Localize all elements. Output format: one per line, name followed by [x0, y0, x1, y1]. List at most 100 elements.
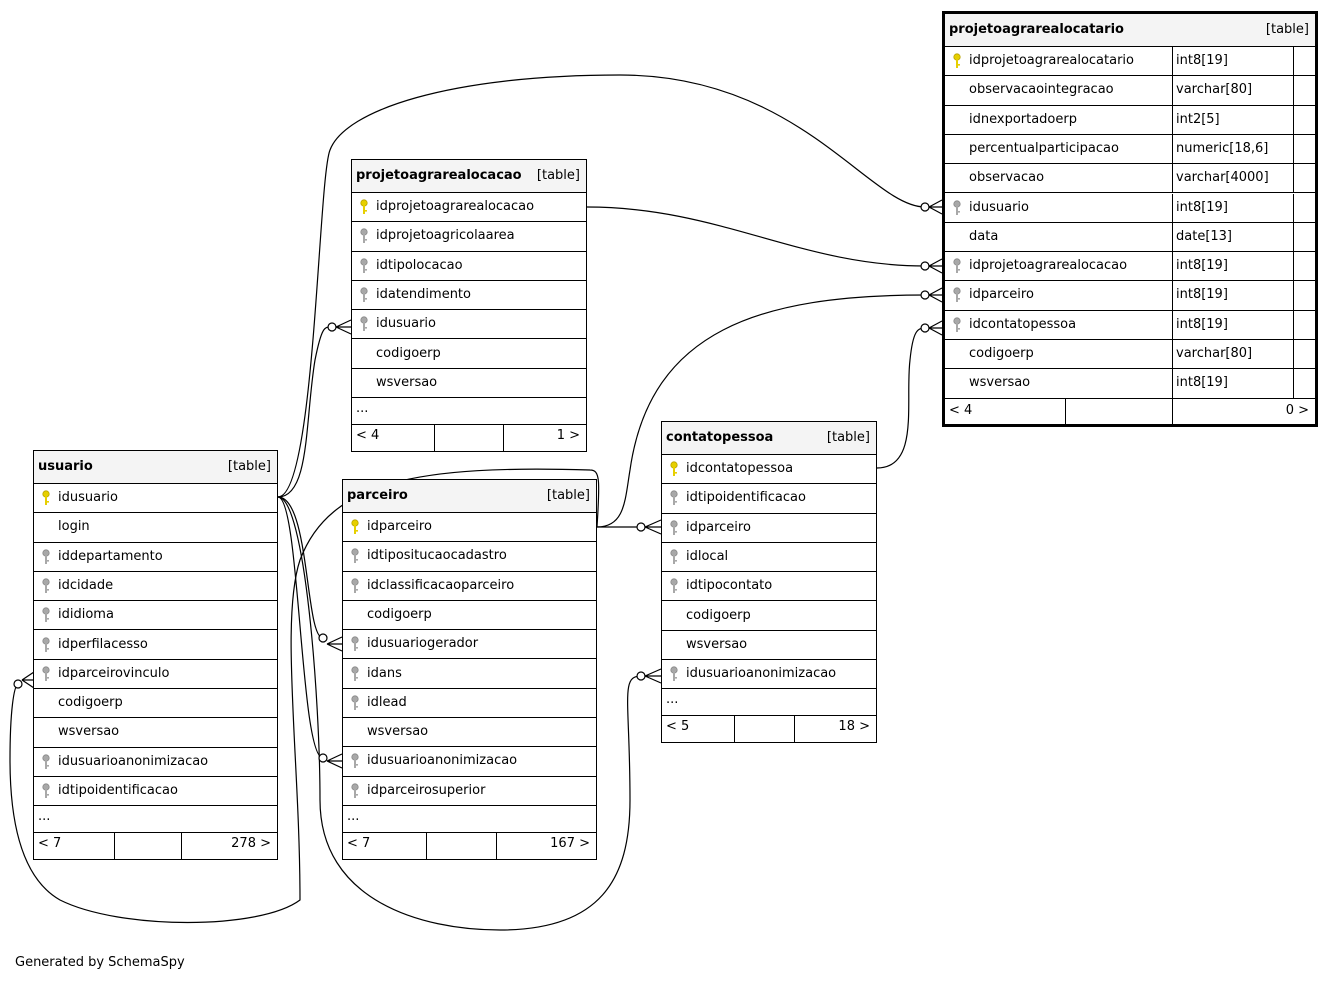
- link-projetoagrarealocatario-idprojetoagrarealocacao: [586, 206, 926, 267]
- column-type: varchar[4000]: [1176, 170, 1269, 186]
- column-row[interactable]: idusuarioanonimizacao: [34, 748, 277, 777]
- column-row[interactable]: ididioma: [34, 601, 277, 631]
- column-row[interactable]: idusuario: [34, 484, 277, 514]
- column-row[interactable]: idtipolocacao: [352, 252, 586, 281]
- column-row[interactable]: iddepartamento: [34, 543, 277, 572]
- column-row[interactable]: idclassificacaoparceiro: [343, 572, 596, 601]
- foreign-key-icon: [669, 578, 679, 594]
- column-name: idparceiro: [367, 519, 432, 534]
- parents-count[interactable]: < 4: [356, 428, 380, 444]
- table-name[interactable]: parceiro: [347, 488, 408, 503]
- column-row[interactable]: idparceirovinculo: [34, 660, 277, 690]
- table-footer: < 5 18 >: [662, 715, 876, 743]
- column-row[interactable]: idtipoidentificacao: [662, 484, 876, 514]
- column-row[interactable]: codigoerp: [662, 602, 876, 631]
- column-row[interactable]: codigoerp: [352, 340, 586, 369]
- column-name: idparceiro: [686, 519, 751, 535]
- column-name: wsversao: [58, 724, 120, 740]
- column-row[interactable]: codigoerp: [343, 601, 596, 631]
- column-row[interactable]: idcidade: [34, 572, 277, 602]
- column-row[interactable]: idans: [343, 660, 596, 689]
- column-divider: [1172, 281, 1173, 310]
- link-parceiro-idusuarioanonimizacao: [277, 496, 324, 759]
- foreign-key-icon: [952, 258, 962, 274]
- table-name[interactable]: projetoagrarealocacao: [356, 168, 522, 183]
- table-projetoagrarealocacao[interactable]: projetoagrarealocacao[table]idprojetoagr…: [351, 159, 587, 452]
- column-divider: [1293, 369, 1294, 398]
- optional-marker: [920, 261, 930, 271]
- children-count[interactable]: 18 >: [838, 719, 870, 735]
- footer-divider: [343, 832, 596, 833]
- table-name[interactable]: contatopessoa: [666, 430, 774, 445]
- footer-cell-divider: [181, 832, 182, 860]
- children-count[interactable]: 1 >: [556, 428, 580, 444]
- children-count[interactable]: 0 >: [1285, 402, 1309, 418]
- column-row[interactable]: idparceiro: [662, 514, 876, 543]
- footer-cell-divider: [734, 715, 735, 743]
- more-columns-ellipsis: ...: [347, 809, 360, 824]
- column-row[interactable]: codigoerp: [34, 689, 277, 719]
- column-row[interactable]: idtipoidentificacao: [34, 777, 277, 807]
- column-name: idcontatopessoa: [969, 316, 1077, 332]
- column-row[interactable]: wsversao: [34, 718, 277, 748]
- column-name: codigoerp: [58, 695, 123, 711]
- foreign-key-icon: [350, 636, 360, 652]
- column-row[interactable]: idatendimento: [352, 281, 586, 311]
- column-row[interactable]: idusuarioanonimizacao: [662, 660, 876, 690]
- column-row[interactable]: idcontatopessoa: [662, 455, 876, 485]
- parents-count[interactable]: < 7: [347, 836, 371, 851]
- crowfoot-marker: [326, 636, 343, 652]
- column-row[interactable]: idusuario: [352, 310, 586, 340]
- column-row[interactable]: idprojetoagrarealocacao: [352, 193, 586, 223]
- link-projetoagrarealocatario-idparceiro: [596, 294, 926, 528]
- table-type-label: [table]: [1265, 22, 1309, 37]
- column-row[interactable]: idtipositucaocadastro: [343, 542, 596, 572]
- table-name[interactable]: projetoagrarealocatario: [949, 22, 1124, 37]
- parents-count[interactable]: < 5: [666, 719, 690, 735]
- column-row[interactable]: idparceirosuperior: [343, 777, 596, 806]
- column-row[interactable]: idusuariogerador: [343, 630, 596, 660]
- column-row[interactable]: idparceiro: [343, 513, 596, 543]
- column-row[interactable]: wsversao: [662, 631, 876, 661]
- parents-count[interactable]: < 7: [38, 836, 62, 852]
- crowfoot-marker: [928, 320, 943, 336]
- table-name[interactable]: usuario: [38, 459, 93, 474]
- column-name: idclassificacaoparceiro: [367, 577, 515, 593]
- column-row[interactable]: idusuarioanonimizacao: [343, 747, 596, 777]
- table-parceiro[interactable]: parceiro [table] idparceiro idtipositucaoca…: [342, 479, 597, 860]
- children-count[interactable]: 167 >: [550, 836, 590, 851]
- footer-cell-divider: [503, 424, 504, 452]
- more-columns-ellipsis: ...: [666, 692, 679, 708]
- column-row[interactable]: idlocal: [662, 543, 876, 573]
- column-row[interactable]: idperfilacesso: [34, 631, 277, 660]
- column-row[interactable]: wsversao: [343, 718, 596, 748]
- children-count[interactable]: 278 >: [231, 836, 271, 852]
- column-row[interactable]: idlead: [343, 689, 596, 719]
- column-name: idusuarioanonimizacao: [686, 666, 837, 682]
- foreign-key-icon: [350, 695, 360, 711]
- column-row[interactable]: wsversao: [352, 369, 586, 399]
- column-row[interactable]: idprojetoagricolaarea: [352, 222, 586, 252]
- table-projetoagrarealocatario[interactable]: projetoagrarealocatario [table] idprojetoa…: [942, 11, 1318, 427]
- table-type-label: [table]: [546, 488, 590, 503]
- table-header: parceiro [table]: [343, 480, 596, 513]
- table-type-label: [table]: [227, 459, 271, 474]
- column-name: idusuariogerador: [367, 636, 479, 652]
- parents-count[interactable]: < 4: [949, 402, 973, 418]
- column-row[interactable]: idtipocontato: [662, 572, 876, 602]
- column-row[interactable]: login: [34, 513, 277, 543]
